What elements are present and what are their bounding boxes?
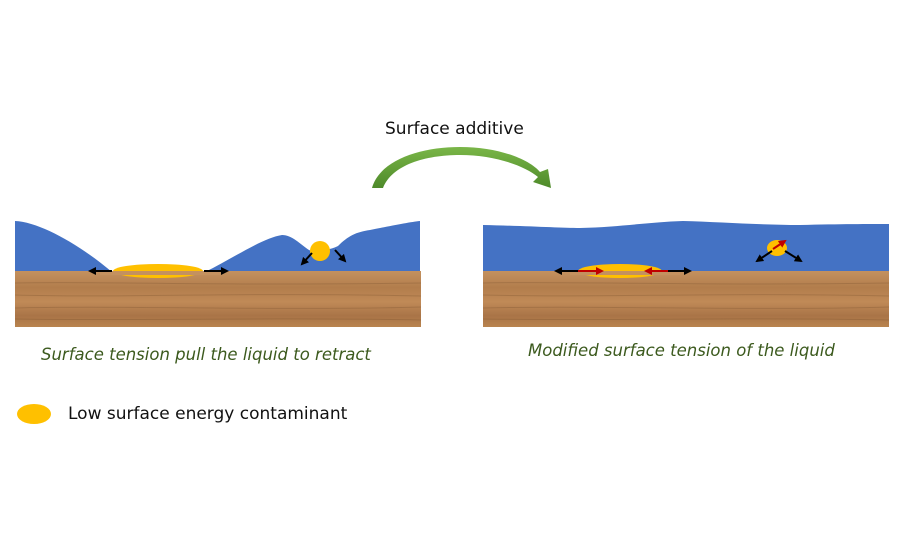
substrate-right — [483, 271, 889, 327]
diagram-title: Surface additive — [385, 119, 524, 139]
modified-force-arrow — [772, 239, 787, 250]
liquid-left — [15, 221, 112, 272]
left-panel-caption: Surface tension pull the liquid to retra… — [41, 345, 371, 364]
liquid-right-hills — [205, 221, 420, 272]
force-arrow — [784, 250, 803, 263]
contaminant-droplet — [310, 241, 330, 261]
right-panel-caption: Modified surface tension of the liquid — [528, 341, 835, 360]
force-arrow — [334, 249, 347, 263]
transition-arrow-icon — [372, 147, 551, 188]
force-arrow — [300, 252, 313, 266]
force-arrow — [755, 250, 773, 263]
right-panel — [482, 221, 890, 327]
liquid-layer — [483, 221, 889, 272]
legend-label: Low surface energy contaminant — [68, 404, 348, 424]
substrate-left — [15, 271, 421, 327]
contaminant-legend-icon — [17, 404, 51, 424]
left-panel — [14, 221, 422, 327]
